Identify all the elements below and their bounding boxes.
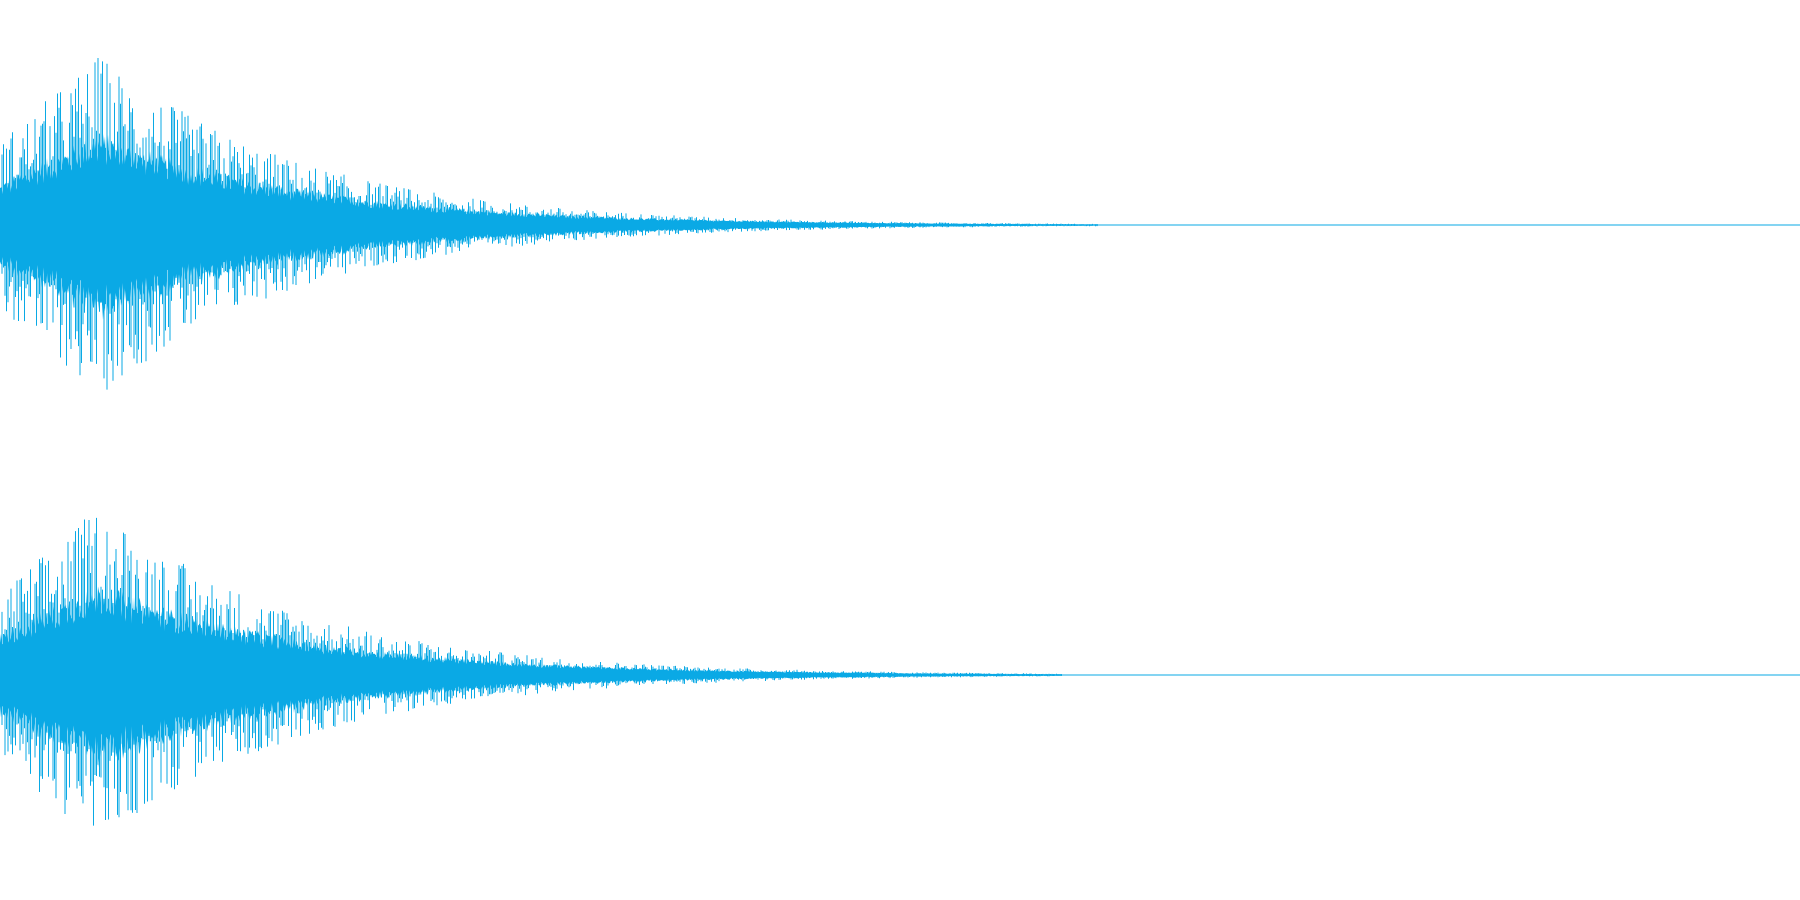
waveform-spikes: [1, 58, 1098, 390]
waveform-channel-right: [0, 517, 1800, 826]
waveform-spike-lines: [1, 58, 1098, 390]
waveform-spike-lines: [1, 517, 1062, 826]
waveform-channel-left: [0, 58, 1800, 390]
waveform-spikes: [1, 517, 1062, 826]
